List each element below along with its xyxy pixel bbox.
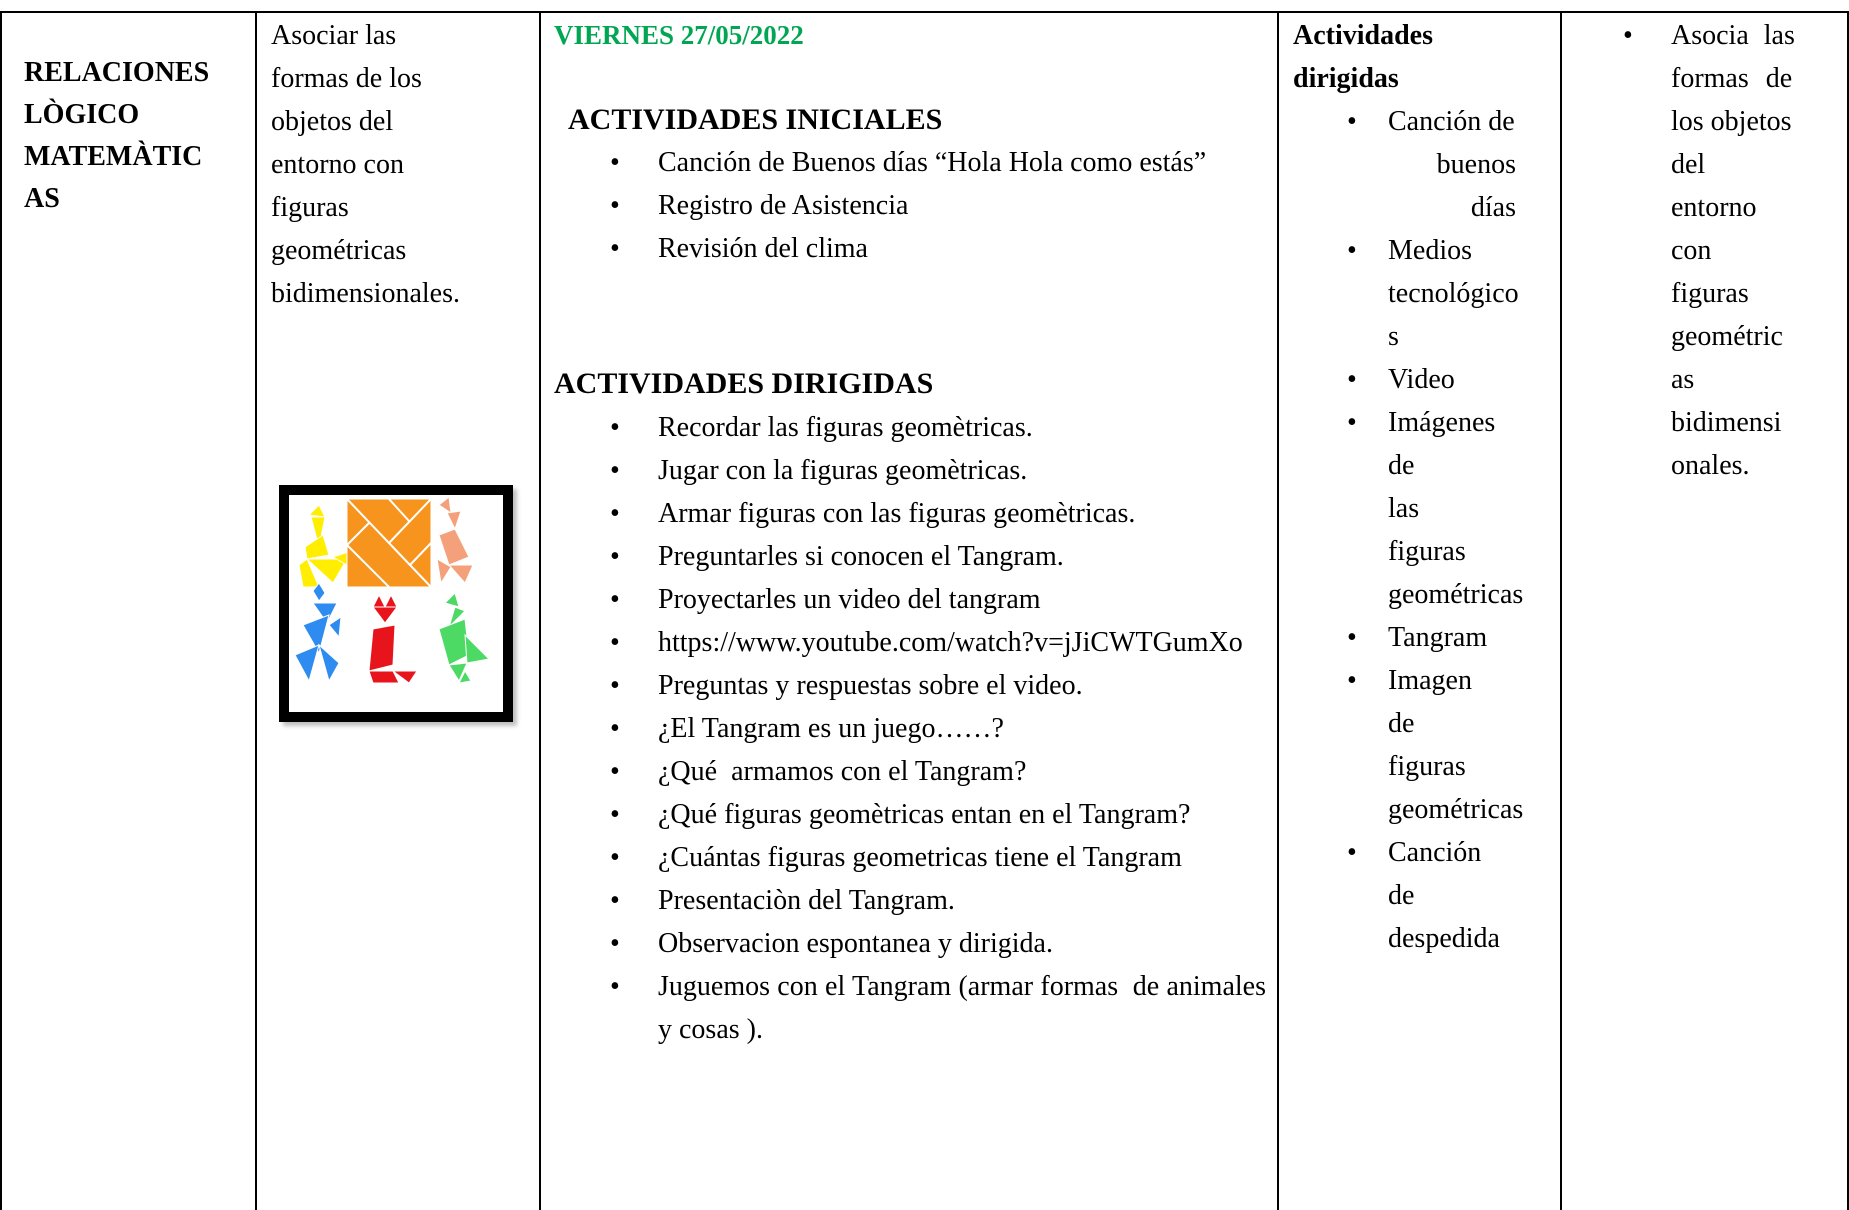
- list-item: Preguntarles si conocen el Tangram.: [554, 535, 1266, 578]
- objective-cell: Asociar las formas de los objetos del en…: [271, 14, 487, 315]
- table-top-border: [0, 11, 1849, 13]
- column-divider: [1560, 12, 1562, 1210]
- column-divider: [255, 12, 257, 1210]
- tangram-figures-drawing: [294, 496, 491, 684]
- table-right-border: [1847, 12, 1849, 1210]
- green-bird-figure: [438, 592, 491, 684]
- list-item: Imagen de figuras geométricas: [1293, 659, 1523, 831]
- initial-activities-title: ACTIVIDADES INICIALES: [568, 103, 943, 136]
- column-divider: [1277, 12, 1279, 1210]
- tangram-figures-image: [279, 485, 513, 722]
- directed-activities-title: ACTIVIDADES DIRIGIDAS: [554, 367, 934, 400]
- list-item: Canción de despedida: [1293, 831, 1516, 960]
- initial-activities-list: Canción de Buenos días “Hola Hola como e…: [554, 141, 1266, 270]
- list-item: Video: [1293, 358, 1516, 401]
- salmon-rabbit-figure: [436, 496, 474, 585]
- resources-list: Canción de buenos días Medios tecnológic…: [1293, 100, 1553, 960]
- list-item: Revisión del clima: [554, 227, 1266, 270]
- list-item: Canción de Buenos días “Hola Hola como e…: [554, 141, 1266, 184]
- objective-line: bidimensionales.: [271, 278, 460, 309]
- objective-line: Asociar las: [271, 20, 397, 51]
- list-item: Proyectarles un video del tangram: [554, 578, 1266, 621]
- list-item: Registro de Asistencia: [554, 184, 1266, 227]
- area-line: MATEMÀTIC: [24, 141, 203, 172]
- list-item: Tangram: [1293, 616, 1516, 659]
- date-heading: VIERNES 27/05/2022: [554, 20, 804, 50]
- list-item: Juguemos con el Tangram (armar formas de…: [554, 965, 1266, 1051]
- area-line: AS: [24, 183, 60, 214]
- objective-line: figuras: [271, 192, 349, 223]
- list-item: Preguntas y respuestas sobre el video.: [554, 664, 1266, 707]
- list-item: ¿Qué figuras geomètricas entan en el Tan…: [554, 793, 1266, 836]
- list-item: https://www.youtube.com/watch?v=jJiCWTGu…: [554, 621, 1266, 664]
- list-item: Jugar con la figuras geomètricas.: [554, 449, 1266, 492]
- list-item: ¿Qué armamos con el Tangram?: [554, 750, 1266, 793]
- column-divider: [539, 12, 541, 1210]
- list-item: Asocia las formas de los objetos del ent…: [1595, 14, 1810, 487]
- area-cell: RELACIONES LÒGICO MATEMÀTIC AS: [24, 52, 244, 220]
- red-cat-figure: [368, 593, 418, 684]
- list-item: ¿El Tangram es un juego……?: [554, 707, 1266, 750]
- evaluation-cell: Asocia las formas de los objetos del ent…: [1595, 14, 1835, 487]
- directed-activities-list: Recordar las figuras geomètricas. Jugar …: [554, 406, 1266, 1051]
- resources-title: Actividades: [1293, 20, 1433, 51]
- list-item: ¿Cuántas figuras geometricas tiene el Ta…: [554, 836, 1266, 879]
- area-line: LÒGICO: [24, 99, 140, 130]
- objective-line: geométricas: [271, 235, 407, 266]
- list-item: Recordar las figuras geomètricas.: [554, 406, 1266, 449]
- orange-tangram-square: [346, 498, 432, 588]
- list-item: Imágenes de las figuras geométricas: [1293, 401, 1523, 616]
- objective-line: entorno con: [271, 149, 404, 180]
- activities-cell: VIERNES 27/05/2022 ACTIVIDADES INICIALES…: [554, 14, 1266, 1204]
- list-item: Canción de buenos días: [1293, 100, 1516, 229]
- yellow-swan-figure: [298, 504, 352, 588]
- objective-line: formas de los: [271, 63, 422, 94]
- objective-line: objetos del: [271, 106, 394, 137]
- list-item: Observacion espontanea y dirigida.: [554, 922, 1266, 965]
- list-item: Armar figuras con las figuras geomètrica…: [554, 492, 1266, 535]
- area-line: RELACIONES: [24, 57, 210, 88]
- list-item: Medios tecnológico s: [1293, 229, 1519, 358]
- evaluation-list: Asocia las formas de los objetos del ent…: [1595, 14, 1835, 487]
- table-left-border: [0, 12, 2, 1210]
- resources-cell: Actividades dirigidas Canción de buenos …: [1293, 14, 1553, 960]
- list-item: Presentaciòn del Tangram.: [554, 879, 1266, 922]
- blue-kneeling-figure: [294, 582, 342, 683]
- resources-title: dirigidas: [1293, 63, 1399, 94]
